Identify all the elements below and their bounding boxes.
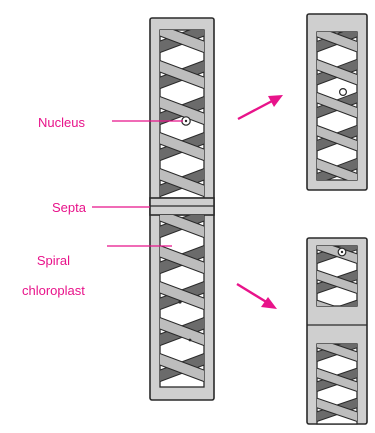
label-spiral-line1: Spiral — [37, 253, 70, 268]
fragmentation-arrow-upper — [238, 95, 283, 119]
label-spiral-chloroplast: Spiral chloroplast — [22, 238, 85, 298]
fragment-upper-right — [307, 14, 367, 190]
pyrenoid — [178, 300, 181, 303]
nucleus — [182, 117, 190, 125]
label-nucleus: Nucleus — [38, 115, 85, 130]
nucleus-fragment — [340, 89, 347, 96]
main-filament — [150, 18, 214, 418]
label-septa: Septa — [52, 200, 86, 215]
label-spiral-line2: chloroplast — [22, 283, 85, 298]
spiral-chloroplast-fragment-3 — [315, 338, 359, 429]
fragment-lower-right — [307, 238, 367, 428]
fragmentation-arrow-lower — [237, 284, 277, 309]
nucleus-fragment-2 — [338, 248, 346, 256]
pyrenoid — [189, 339, 192, 342]
